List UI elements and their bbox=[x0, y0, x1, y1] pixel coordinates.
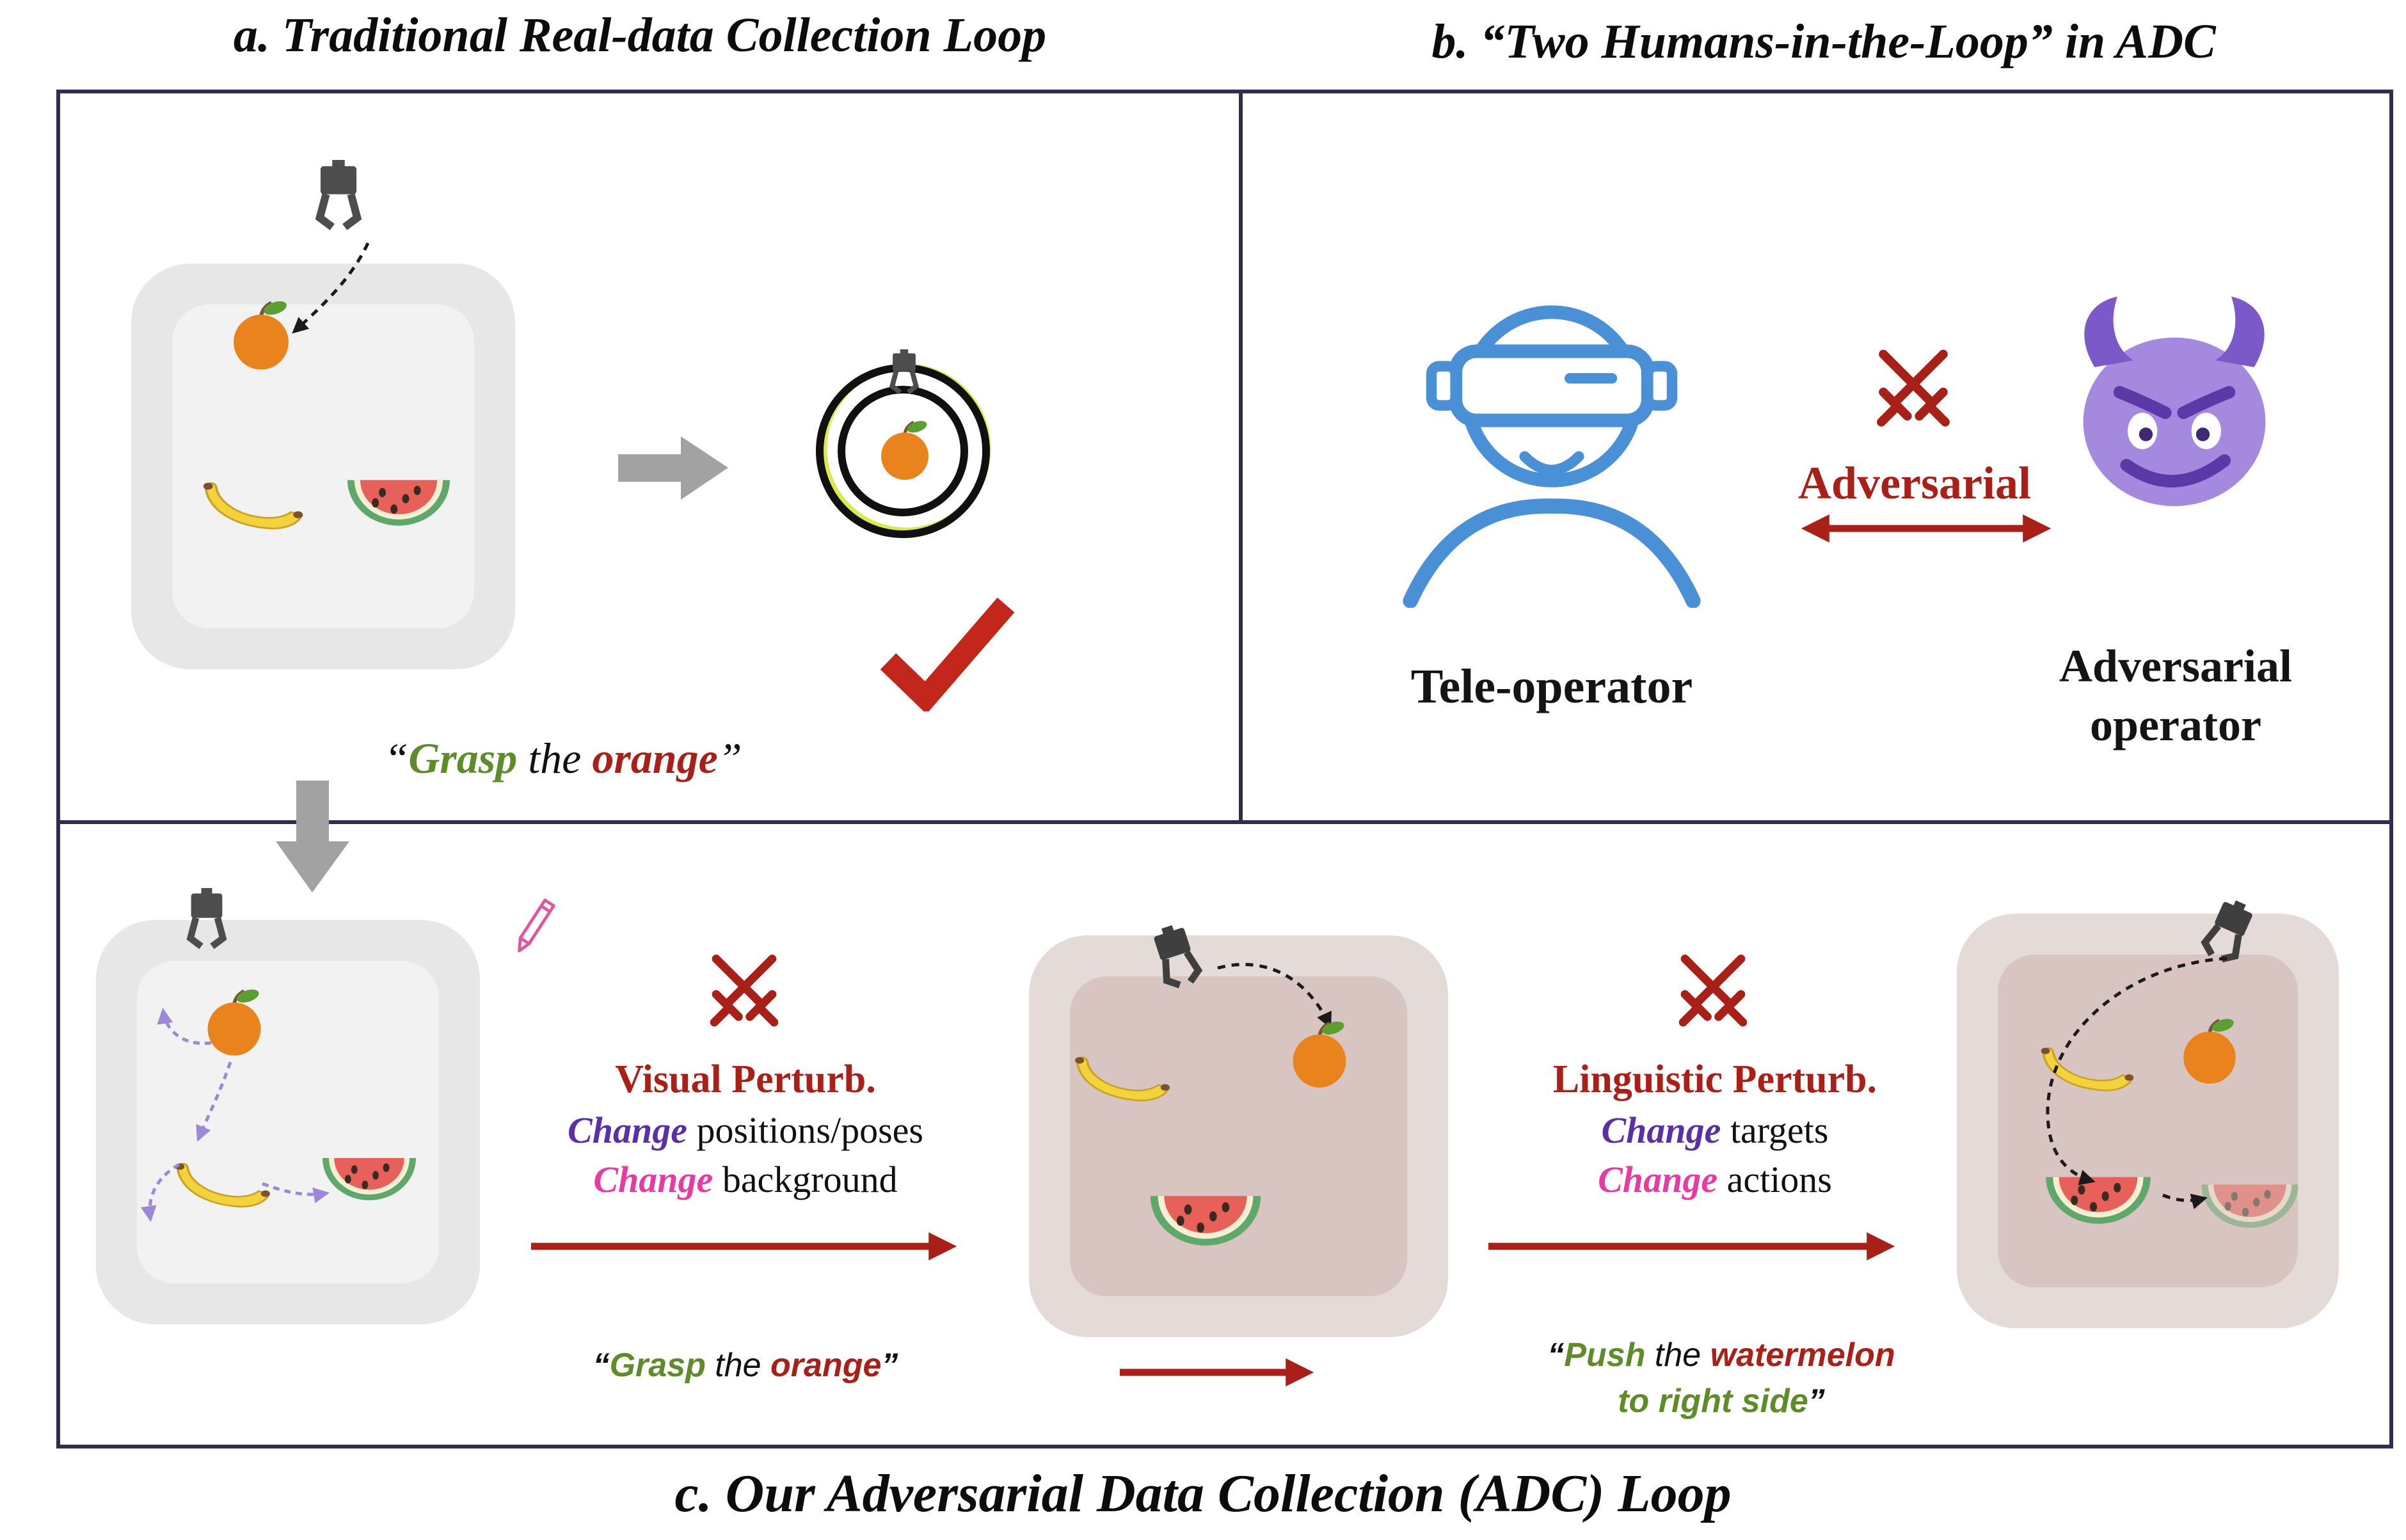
instruction-grasp-orange: “Grasp the orange” bbox=[218, 733, 909, 784]
loop-forward-arrow bbox=[1120, 1358, 1314, 1386]
position-perturbation-dashed-arrows bbox=[140, 1008, 330, 1222]
tray-a bbox=[131, 264, 515, 669]
push-quote-line1: “Push the watermelon bbox=[1478, 1332, 1964, 1378]
quote-mid-text: the bbox=[705, 1347, 771, 1384]
crossed-swords-icon bbox=[697, 949, 791, 1043]
watermelon-icon bbox=[1150, 1196, 1261, 1246]
change-rest: actions bbox=[1717, 1159, 1832, 1200]
grasp-success-target-icon bbox=[816, 345, 991, 538]
visual-perturb-line2: Change background bbox=[506, 1158, 985, 1201]
linguistic-perturb-title: Linguistic Perturb. bbox=[1552, 1058, 1877, 1101]
teleoperator-label: Tele-operator bbox=[1410, 660, 1693, 713]
adversarial-label: Adversarial bbox=[1798, 457, 2031, 509]
linguistic-perturb-line2: Change actions bbox=[1472, 1158, 1958, 1201]
quote-open-mark: “ bbox=[1547, 1337, 1565, 1374]
tray-c2 bbox=[1029, 935, 1448, 1337]
push-trajectory-dashed-arrows bbox=[2046, 957, 2227, 1209]
linguistic-perturb-arrow bbox=[1488, 1232, 1895, 1260]
tray-c1 bbox=[96, 920, 480, 1324]
change-rest: targets bbox=[1721, 1109, 1829, 1151]
checkmark-icon bbox=[880, 598, 1015, 711]
push-word: Push bbox=[1564, 1337, 1646, 1374]
tray-c3 bbox=[1957, 914, 2339, 1328]
process-arrow-down-icon bbox=[276, 781, 349, 893]
tray-c2-surface bbox=[1070, 976, 1407, 1296]
to-right-side-words: to right side bbox=[1618, 1383, 1808, 1420]
change-word: Change bbox=[568, 1109, 687, 1151]
process-arrow-right-icon bbox=[618, 436, 728, 500]
quote-mid-text: the bbox=[517, 734, 593, 782]
panel-b-title: b. “Two Humans-in-the-Loop” in ADC bbox=[1431, 15, 2216, 68]
change-word: Change bbox=[1598, 1159, 1718, 1200]
banana-icon bbox=[202, 481, 305, 530]
instruction-push-watermelon: “Push the watermelon to right side” bbox=[1478, 1332, 1964, 1424]
linguistic-perturb-block: Linguistic Perturb. Change targets Chang… bbox=[1472, 1057, 1958, 1201]
visual-perturb-title: Visual Perturb. bbox=[615, 1058, 876, 1101]
panel-a-title: a. Traditional Real-data Collection Loop bbox=[233, 8, 1047, 62]
adversarial-operator-line1: Adversarial bbox=[2059, 640, 2292, 692]
banana-icon bbox=[1074, 1056, 1171, 1102]
vr-teleoperator-icon bbox=[1403, 305, 1701, 608]
change-rest: background bbox=[713, 1159, 898, 1200]
grasp-word: Grasp bbox=[408, 734, 518, 782]
orange-word: orange bbox=[592, 734, 718, 782]
change-rest: positions/poses bbox=[687, 1109, 923, 1151]
orange-icon bbox=[1284, 1017, 1355, 1089]
panel-divider-vertical bbox=[1239, 90, 1243, 824]
grasp-word: Grasp bbox=[609, 1347, 706, 1384]
visual-perturb-line1: Change positions/poses bbox=[506, 1109, 985, 1152]
quote-close-mark: ” bbox=[1808, 1383, 1825, 1420]
visual-perturb-arrow bbox=[531, 1232, 957, 1260]
tray-c3-surface bbox=[1998, 955, 2298, 1287]
panel-c-title: c. Our Adversarial Data Collection (ADC)… bbox=[674, 1464, 1732, 1523]
robot-gripper-icon bbox=[173, 888, 241, 956]
change-word: Change bbox=[593, 1159, 713, 1200]
watermelon-icon bbox=[347, 480, 450, 526]
orange-icon bbox=[224, 297, 298, 371]
push-quote-line2: to right side” bbox=[1478, 1378, 1964, 1424]
crossed-swords-icon bbox=[1666, 949, 1760, 1043]
watermelon-word: watermelon bbox=[1710, 1337, 1895, 1374]
tray-c1-surface bbox=[137, 961, 439, 1283]
quote-mid-text: the bbox=[1645, 1337, 1710, 1374]
adversarial-operator-label: Adversarial operator bbox=[1977, 637, 2374, 754]
panel-divider-horizontal bbox=[56, 820, 2393, 824]
edit-pencil-icon bbox=[518, 898, 555, 953]
crossed-swords-icon bbox=[1863, 344, 1963, 444]
devil-adversary-icon bbox=[2083, 296, 2266, 507]
quote-close-mark: ” bbox=[717, 734, 742, 782]
visual-perturb-block: Visual Perturb. Change positions/poses C… bbox=[506, 1057, 985, 1201]
instruction-grasp-orange-small: “Grasp the orange” bbox=[506, 1346, 985, 1385]
change-word: Change bbox=[1601, 1109, 1721, 1151]
robot-gripper-icon bbox=[299, 160, 378, 238]
adversarial-double-arrow bbox=[1801, 514, 2051, 543]
gripper-approach-dashed-arrow bbox=[292, 242, 370, 334]
orange-word: orange bbox=[770, 1347, 882, 1384]
linguistic-perturb-line1: Change targets bbox=[1472, 1109, 1958, 1152]
adversarial-operator-line2: operator bbox=[2090, 699, 2261, 750]
figure-frame bbox=[56, 90, 2393, 1449]
quote-open-mark: “ bbox=[593, 1347, 610, 1384]
tray-a-surface bbox=[172, 305, 474, 628]
quote-open-mark: “ bbox=[384, 734, 409, 782]
quote-close-mark: ” bbox=[881, 1347, 898, 1384]
gripper-approach-dashed-arrow bbox=[1217, 962, 1332, 1029]
